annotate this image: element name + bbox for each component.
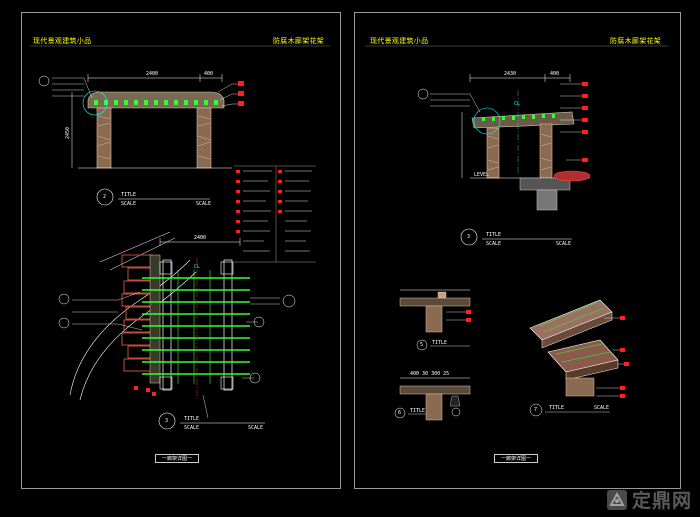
plan-dim-top: 2400 bbox=[194, 235, 207, 241]
pergola-section bbox=[417, 74, 591, 246]
pergola-plan bbox=[58, 231, 296, 430]
axo-title: TITLE bbox=[549, 405, 565, 411]
plan-scale-right: SCALE bbox=[248, 425, 264, 431]
detail2-number: 6 bbox=[398, 410, 402, 416]
watermark-text: 定鼎网 bbox=[631, 490, 692, 512]
elevation-scale-right: SCALE bbox=[196, 201, 212, 207]
left-sheet-header-right: 防腐木廊架花架 bbox=[273, 37, 325, 45]
left-sheet-frame bbox=[21, 12, 341, 489]
right-sheet-header-right: 防腐木廊架花架 bbox=[610, 37, 662, 45]
right-sheet-header-left: 现代景观建筑小品 bbox=[370, 37, 429, 45]
section-cl-label: CL bbox=[514, 101, 521, 107]
detail1-title: TITLE bbox=[432, 340, 448, 346]
detail2-dims: 400 30 300 25 bbox=[410, 371, 450, 377]
plan-scale-left: SCALE bbox=[184, 425, 200, 431]
right-sheet-frame bbox=[354, 12, 681, 489]
material-legend bbox=[234, 165, 316, 263]
section-number: 3 bbox=[467, 234, 471, 240]
detail2-title: TITLE bbox=[410, 408, 426, 414]
elevation-title: TITLE bbox=[121, 192, 137, 198]
elevation-scale-left: SCALE bbox=[121, 201, 137, 207]
plan-cl-label: CL bbox=[194, 264, 201, 270]
zhulong-logo-icon bbox=[606, 489, 627, 510]
right-sheet-bottom-tag: 一廊架详图一 bbox=[494, 454, 539, 463]
elevation-number: 2 bbox=[103, 194, 107, 200]
detail1-number: 5 bbox=[420, 342, 424, 348]
section-title: TITLE bbox=[486, 232, 502, 238]
axo-number: 7 bbox=[534, 407, 538, 413]
section-dim-top-right: 400 bbox=[550, 71, 560, 77]
plan-title: TITLE bbox=[184, 416, 200, 422]
elevation-dim-top-right: 400 bbox=[204, 71, 214, 77]
plan-number: 3 bbox=[165, 418, 169, 424]
site-watermark: 定鼎网 bbox=[606, 486, 692, 513]
axo-scale: SCALE bbox=[594, 405, 610, 411]
pergola-elevation bbox=[38, 74, 244, 206]
left-sheet-bottom-tag: 一廊架详图一 bbox=[155, 454, 200, 463]
left-sheet-header-left: 现代景观建筑小品 bbox=[33, 37, 92, 45]
column-base-detail bbox=[394, 377, 471, 421]
section-dim-top: 2430 bbox=[504, 71, 517, 77]
section-scale-right: SCALE bbox=[556, 241, 572, 247]
axonometric-joint-detail bbox=[529, 299, 629, 417]
elevation-dim-vertical: 2450 bbox=[65, 126, 72, 140]
beam-joint-detail bbox=[399, 289, 471, 351]
elevation-dim-top: 2400 bbox=[146, 71, 159, 77]
section-scale-left: SCALE bbox=[486, 241, 502, 247]
section-level-label: LEVEL bbox=[474, 172, 490, 178]
